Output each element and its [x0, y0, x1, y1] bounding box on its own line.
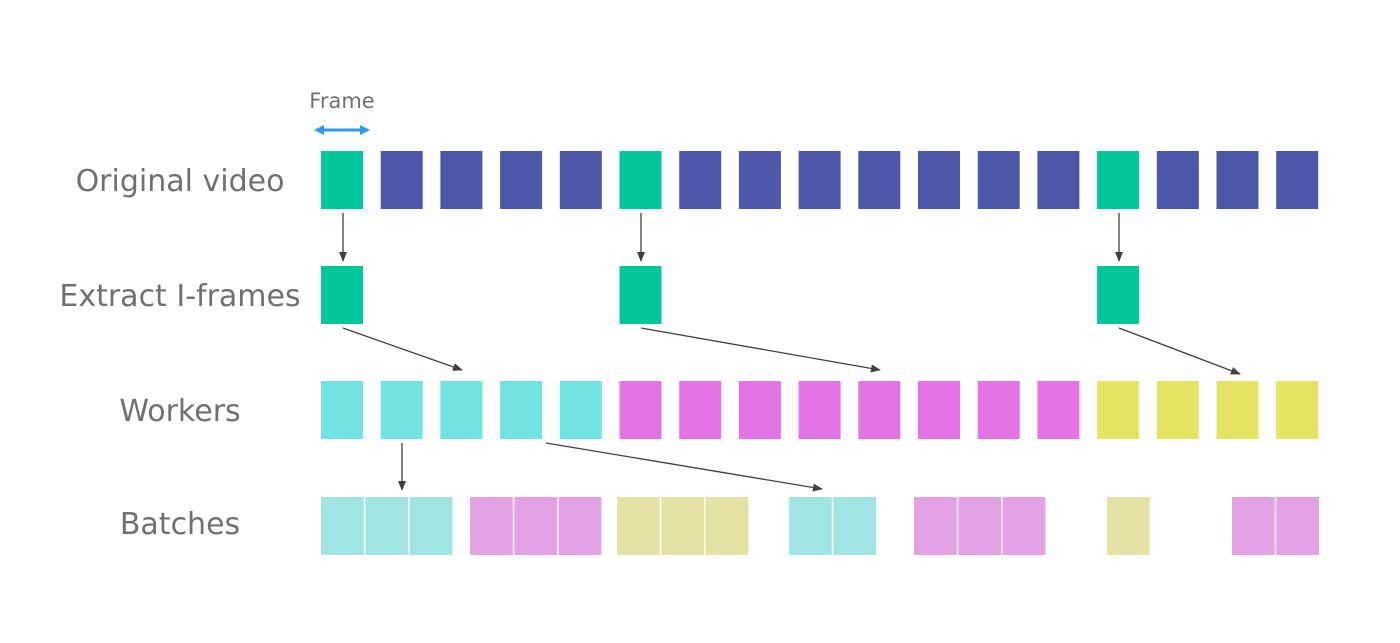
worker-magenta-block: [798, 381, 841, 439]
row-label-original-video: Original video: [75, 164, 285, 199]
original-frame-block: [738, 151, 781, 209]
worker-yellow-block: [1156, 381, 1199, 439]
worker-magenta-block: [619, 381, 662, 439]
flow-arrow: [640, 327, 881, 373]
batch-cyan-block: [833, 497, 877, 555]
batch-magenta-block: [1002, 497, 1046, 555]
extracted-iframe-block: [321, 266, 363, 324]
worker-magenta-block: [738, 381, 781, 439]
batch-yellow-block: [661, 497, 705, 555]
original-frame-block: [1156, 151, 1199, 209]
row-label-workers: Workers: [119, 394, 241, 429]
batch-magenta-block: [558, 497, 602, 555]
batch-magenta-block: [1276, 497, 1320, 555]
batch-cyan-block: [365, 497, 409, 555]
original-frame-block: [918, 151, 960, 209]
original-frame-block: [1216, 151, 1259, 209]
extracted-iframe-block: [619, 266, 662, 324]
row-label-batches: Batches: [119, 507, 241, 542]
original-frame-block: [798, 151, 841, 209]
worker-cyan-block: [559, 381, 602, 439]
original-frame-block: [1037, 151, 1080, 209]
extracted-iframe-block: [1097, 266, 1140, 324]
batch-cyan-block: [321, 497, 364, 555]
batch-yellow-block: [705, 497, 749, 555]
batch-cyan-block: [409, 497, 453, 555]
worker-cyan-block: [500, 381, 543, 439]
worker-magenta-block: [858, 381, 901, 439]
batch-magenta-block: [514, 497, 558, 555]
batch-magenta-block: [958, 497, 1002, 555]
original-frame-block: [977, 151, 1020, 209]
batch-magenta-block: [1232, 497, 1275, 555]
worker-magenta-block: [679, 381, 722, 439]
original-iframe-block: [321, 151, 363, 209]
frame-label: Frame: [309, 89, 375, 113]
batch-magenta-block: [914, 497, 957, 555]
batch-cyan-block: [789, 497, 832, 555]
worker-cyan-block: [380, 381, 423, 439]
batch-yellow-block: [1107, 497, 1150, 555]
row-label-extract-iframes: Extract I-frames: [59, 279, 301, 314]
original-iframe-block: [619, 151, 662, 209]
original-frame-block: [559, 151, 602, 209]
original-frame-block: [858, 151, 901, 209]
worker-cyan-block: [440, 381, 483, 439]
worker-yellow-block: [1216, 381, 1259, 439]
flow-arrow: [1118, 327, 1241, 375]
flow-arrow: [545, 442, 823, 492]
worker-yellow-block: [1097, 381, 1140, 439]
original-frame-block: [380, 151, 423, 209]
batch-magenta-block: [470, 497, 513, 555]
original-frame-block: [679, 151, 722, 209]
original-iframe-block: [1097, 151, 1140, 209]
original-frame-block: [440, 151, 483, 209]
original-frame-block: [500, 151, 543, 209]
flow-arrow: [342, 327, 463, 371]
worker-magenta-block: [977, 381, 1020, 439]
worker-yellow-block: [1276, 381, 1319, 439]
worker-magenta-block: [918, 381, 960, 439]
batch-yellow-block: [617, 497, 660, 555]
worker-magenta-block: [1037, 381, 1080, 439]
original-frame-block: [1276, 151, 1319, 209]
worker-cyan-block: [321, 381, 363, 439]
